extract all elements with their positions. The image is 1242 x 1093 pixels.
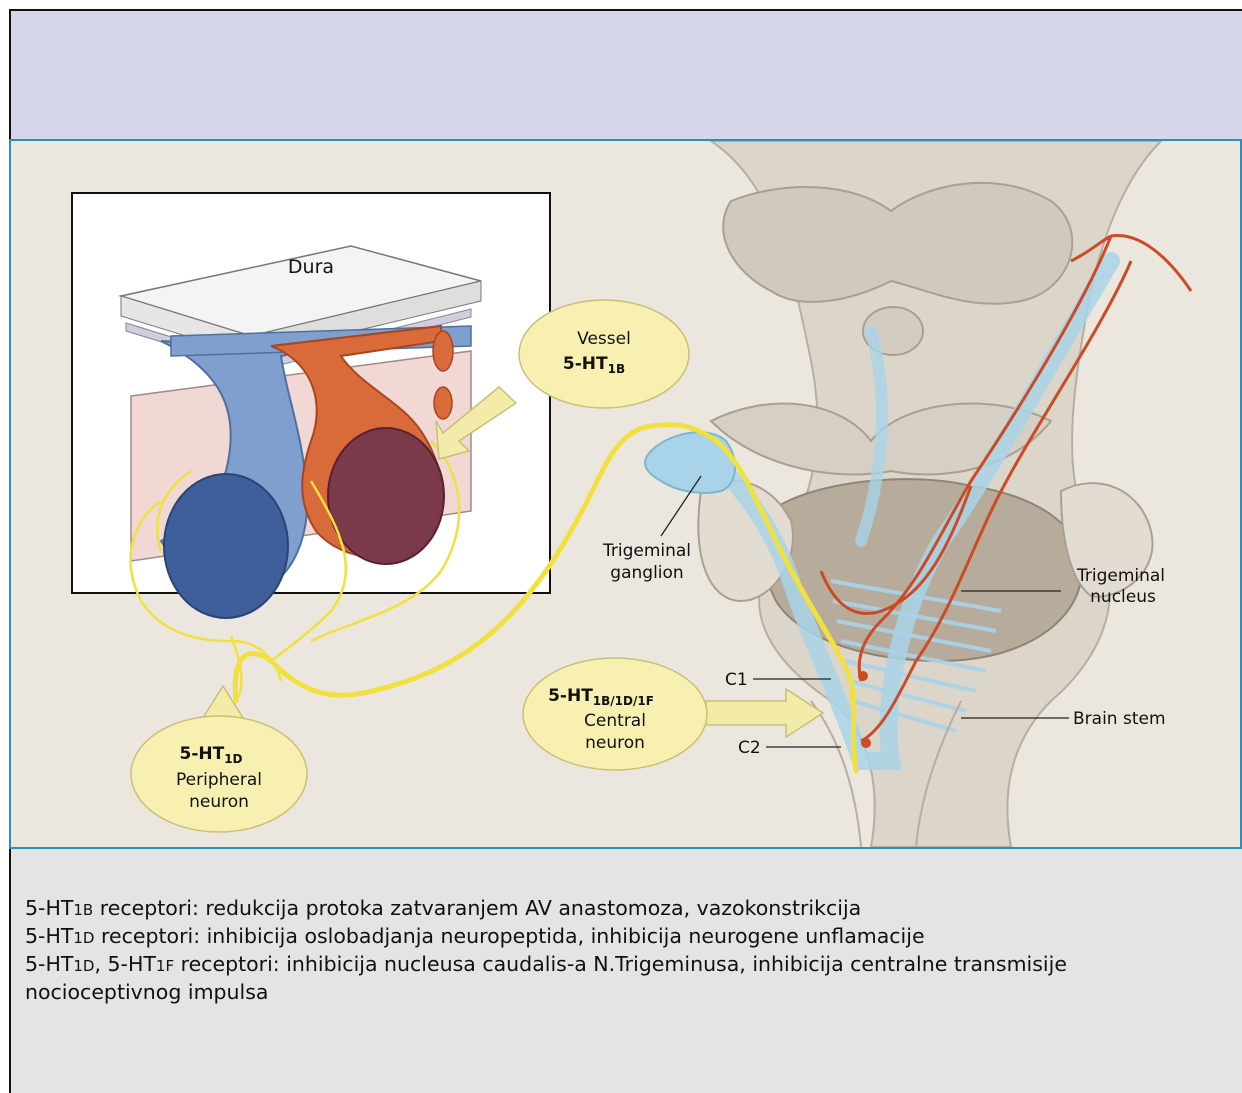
central-bubble: 5-HT1B/1D/1F Central neuron [523,658,707,770]
peripheral-label-line3: neuron [189,792,249,812]
trigeminal-ganglion-shape [645,432,735,493]
vessel-label-line1: Vessel [577,329,631,349]
caption-area: 5-HT1B receptori: redukcija protoka zatv… [9,849,1242,1093]
caption-text: 5-HT1B receptori: redukcija protoka zatv… [25,895,1225,1005]
vessel-bubble: Vessel 5-HT1B [519,300,689,408]
c2-label: C2 [738,738,761,758]
caption-line-1: 5-HT1B receptori: redukcija protoka zatv… [25,895,1225,923]
caption-line-3: 5-HT1D, 5-HT1F receptori: inhibicija nuc… [25,951,1085,1005]
c2-synapse [861,738,871,748]
dura-inset: Dura [72,193,550,701]
migraine-illustration: Dura Vessel 5-HT1B 5-HT1D Peripheral neu… [9,139,1242,849]
peripheral-bubble: 5-HT1D Peripheral neuron [131,716,307,832]
caption-line-2: 5-HT1D receptori: inhibicija oslobadjanj… [25,923,1225,951]
central-label-line3: neuron [585,733,645,753]
brain-stem-label: Brain stem [1073,709,1166,729]
ganglion-label-line2: ganglion [610,563,683,583]
artery-cut-end [433,331,453,371]
artery-lumen [328,428,444,564]
title-band [9,9,1242,139]
c1-label: C1 [725,670,748,690]
c1-synapse [858,671,868,681]
small-vessel [434,387,452,419]
ganglion-label-line1: Trigeminal [602,541,691,561]
peripheral-label-line2: Peripheral [176,770,262,790]
nucleus-label-line1: Trigeminal [1076,566,1165,586]
vein-lumen [164,474,288,618]
brain-drawing [645,141,1191,847]
illustration-svg: Dura Vessel 5-HT1B 5-HT1D Peripheral neu… [11,141,1240,847]
central-arrow [706,689,823,737]
nucleus-label-line2: nucleus [1090,587,1156,607]
central-label-line2: Central [584,711,646,731]
dura-label: Dura [288,256,334,278]
